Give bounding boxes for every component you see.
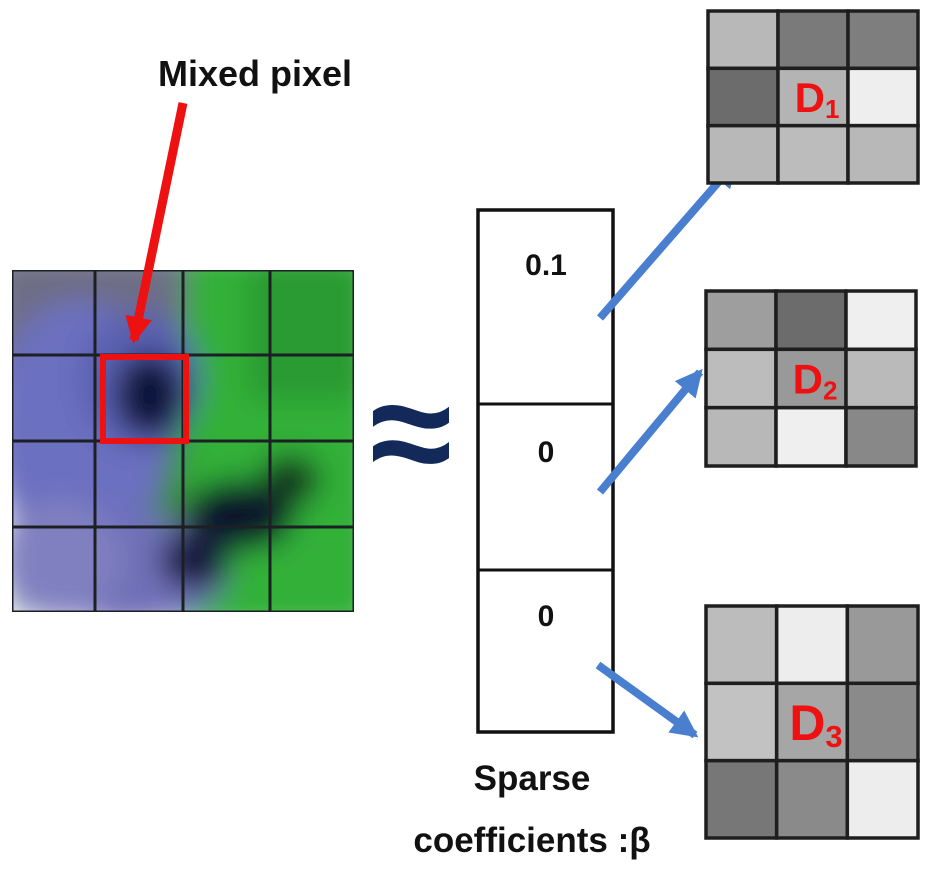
dictionary-atom-2: D2 [704, 289, 918, 468]
atom-cell [776, 9, 850, 71]
atom-label-1: D1 [795, 74, 840, 124]
atom-cell [844, 405, 918, 468]
atom-cell [704, 405, 778, 468]
atom-cell [846, 123, 920, 185]
atom-cell [845, 758, 920, 840]
atom-cell [774, 758, 850, 840]
mixed-pixel-label: Mixed pixel [158, 53, 352, 94]
atom-cell [846, 66, 920, 128]
atom-cell [706, 9, 780, 71]
atom-label-3: D3 [789, 695, 842, 754]
atom-cell [774, 347, 848, 410]
atom-cell [704, 758, 779, 840]
atom-cell [776, 123, 850, 185]
atom-cell [846, 9, 920, 71]
atom-label-2: D2 [793, 356, 838, 406]
atom-cell [704, 289, 778, 352]
dictionary-atom-1: D1 [706, 9, 920, 185]
approx-symbol: ≈ [370, 348, 452, 516]
atom-cell [844, 289, 918, 352]
mixed-pixel-arrow [125, 102, 188, 344]
mixed-pixel-box [100, 354, 189, 444]
atom-cell [845, 681, 920, 763]
coefficient-value-3: 0 [538, 600, 555, 633]
dictionary-atom-3: D3 [704, 604, 920, 840]
coefficients-caption-line2: coefficients :β [413, 821, 650, 860]
image-patch [12, 270, 354, 612]
coefficient-vector: 0.1 0 0 [476, 208, 615, 734]
arrow-to-atom-3 [595, 661, 699, 739]
atom-cell [704, 681, 779, 763]
coefficient-vector-frame [476, 208, 615, 734]
atom-cell [706, 123, 780, 185]
coefficients-caption-line1: Sparse [474, 759, 591, 798]
coefficient-value-2: 0 [538, 436, 555, 469]
atom-cell [774, 604, 850, 686]
atom-cell [774, 289, 848, 352]
atom-cell [706, 66, 780, 128]
arrow-to-atom-1 [596, 159, 739, 321]
atom-cell [844, 347, 918, 410]
atom-cell [704, 347, 778, 410]
coefficient-value-1: 0.1 [525, 249, 567, 282]
arrow-to-atom-2 [596, 368, 704, 495]
atom-cell [704, 604, 779, 686]
atom-cell [774, 405, 848, 468]
atom-cell [845, 604, 920, 686]
